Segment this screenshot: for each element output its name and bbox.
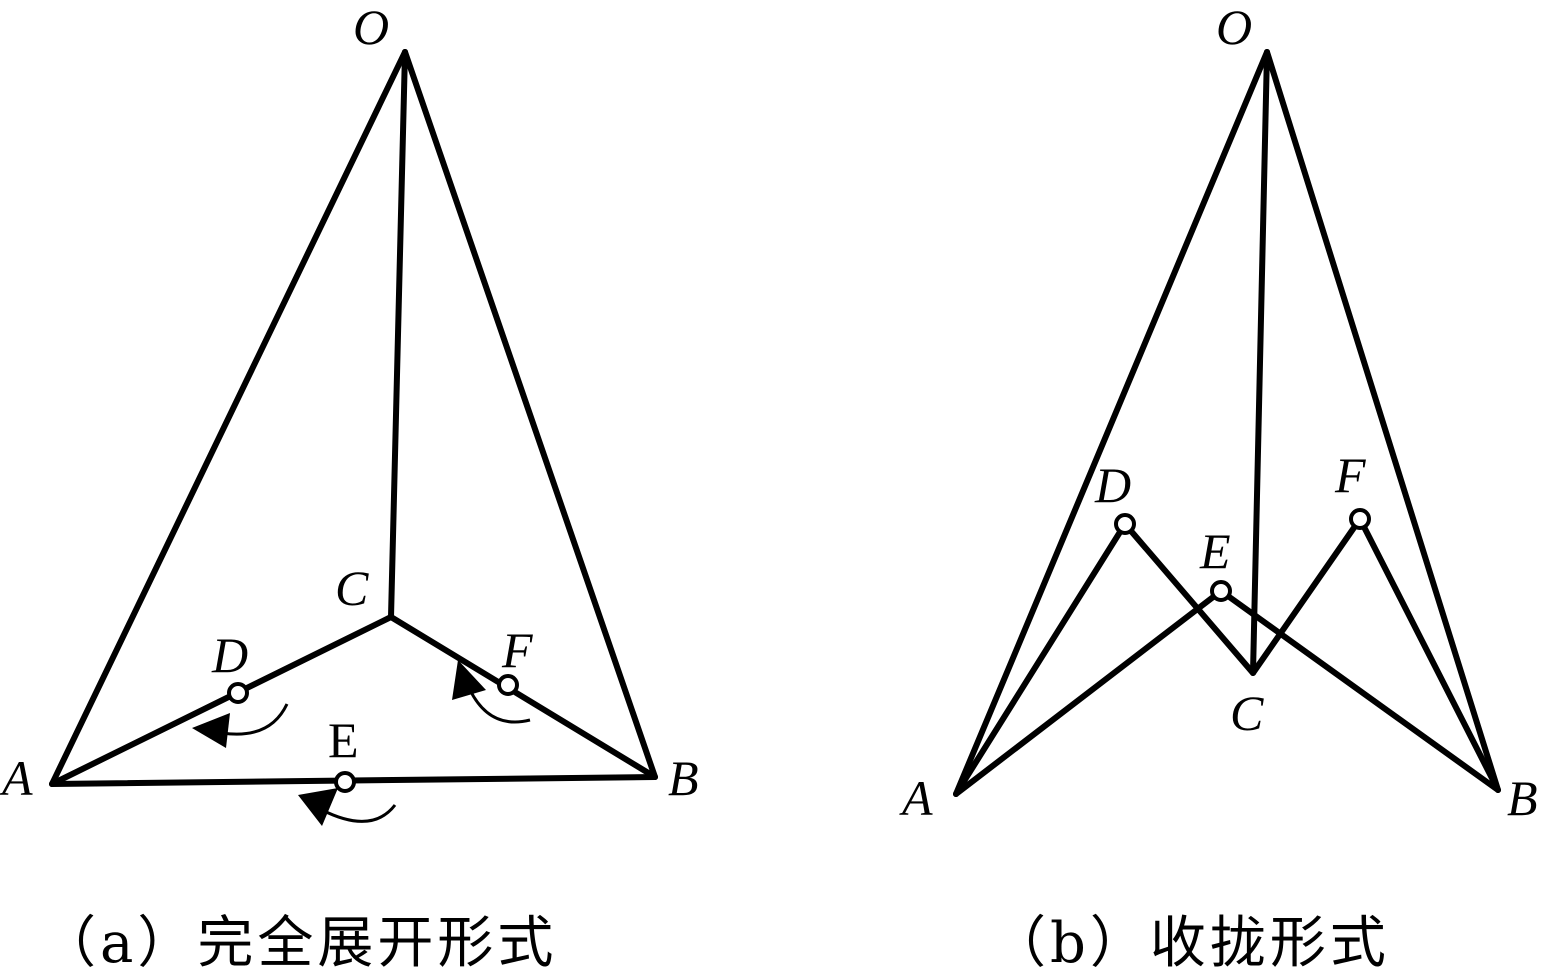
link-a-OC [388, 49, 408, 620]
label-b-D: D [1094, 457, 1131, 513]
rotation-arrow-e [321, 804, 397, 823]
label-a-E: E [328, 712, 359, 768]
label-a-D: D [211, 627, 248, 683]
label-b-C: C [1230, 685, 1264, 741]
link-b-OB [1264, 49, 1501, 793]
label-a-A: A [0, 750, 33, 806]
label-a-C: C [335, 560, 369, 616]
link-b-OA [953, 49, 1270, 797]
label-b-B: B [1507, 770, 1538, 826]
arrow-head-e [298, 788, 338, 826]
caption-b: （b）收拢形式 [990, 911, 1390, 976]
label-a-B: B [668, 750, 699, 806]
hinge-a-E [334, 771, 356, 793]
label-b-E: E [1199, 523, 1231, 579]
arrow-head-f [452, 660, 486, 700]
caption-a: （a）完全展开形式 [40, 911, 557, 976]
hinge-a-F [497, 674, 519, 696]
panel-b-folded: O A B C D E F [899, 0, 1538, 826]
label-b-F: F [1334, 447, 1366, 503]
arrow-head-d [192, 713, 230, 748]
link-a-OB [402, 49, 658, 780]
hinge-b-F [1349, 508, 1371, 530]
rotation-arrow-d [221, 703, 289, 736]
link-b-A-E-B [953, 588, 1501, 797]
link-b-OC [1250, 49, 1270, 676]
panel-a-fully-deployed: O A B C D E F [0, 0, 699, 826]
label-a-F: F [501, 622, 533, 678]
label-b-O: O [1216, 0, 1252, 55]
link-a-AC [49, 614, 394, 787]
link-b-A-D-C-F-B [953, 516, 1501, 797]
hinge-b-E [1210, 580, 1232, 602]
link-a-CB [388, 614, 658, 780]
label-b-A: A [899, 770, 933, 826]
hinge-b-D [1114, 513, 1136, 535]
hinge-a-D [227, 682, 249, 704]
rotation-arrow-f [468, 689, 531, 724]
link-a-OA [49, 49, 408, 787]
label-a-O: O [353, 0, 389, 55]
